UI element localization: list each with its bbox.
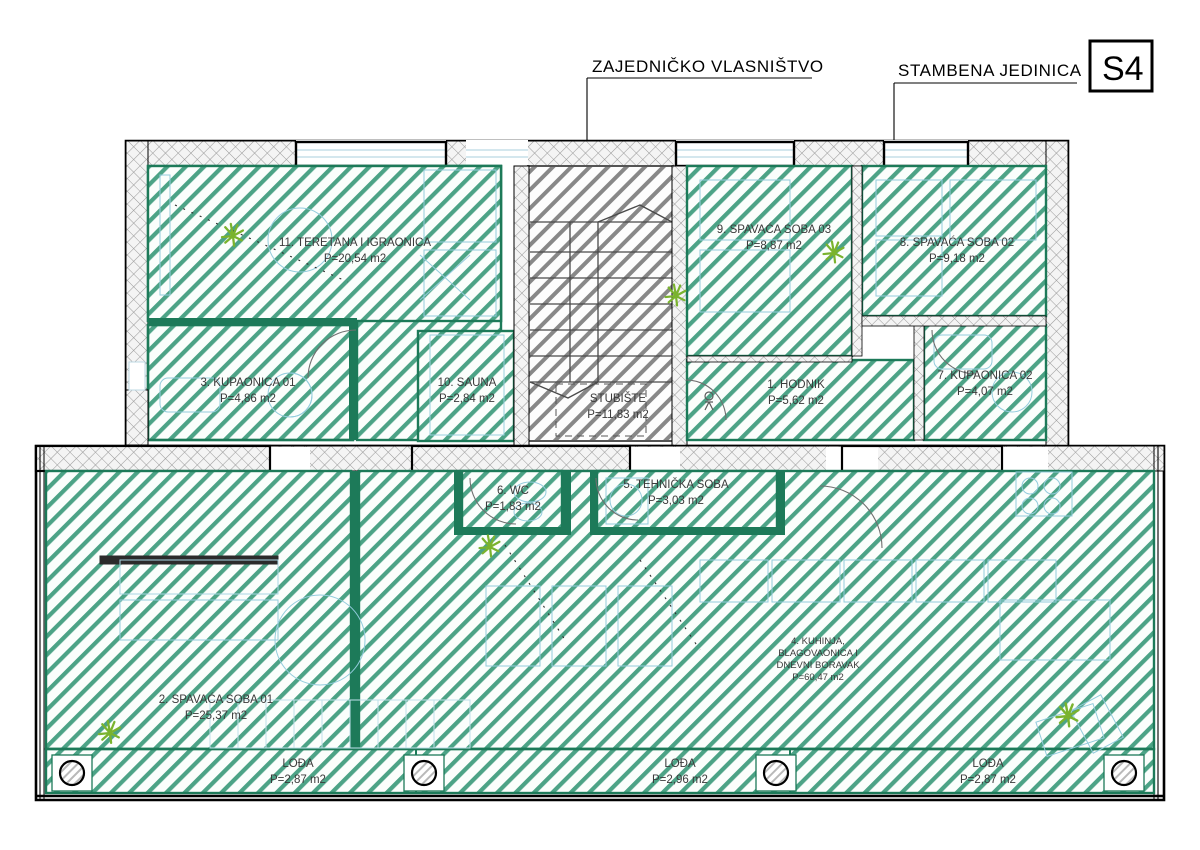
room-fill-7 <box>922 323 1048 442</box>
common-area-label: STUBIŠTE P=11,83 m2 <box>587 392 648 421</box>
room-label-8: 8. SPAVAĆA SOBA 02 P=9,18 m2 <box>900 236 1014 265</box>
common-area-area: P=11,83 m2 <box>587 409 648 421</box>
room-label-1: 1. HODNIK P=5,62 m2 <box>767 379 825 407</box>
loggia-1-name: LOĐA <box>282 758 314 770</box>
room-fill-5 <box>595 469 779 535</box>
room-6-name: 6. WC <box>497 485 529 497</box>
room-5-name: 5. TEHNIČKA SOBA <box>623 478 729 491</box>
room-label-10: 10. SAUNA P=2,84 m2 <box>438 377 497 405</box>
room-label-9: 9. SPAVAĆA SOBA 03 P=8,87 m2 <box>717 223 831 252</box>
construction-lines <box>174 204 701 651</box>
room-1-area: P=5,62 m2 <box>768 395 824 407</box>
scale-figure-icon <box>704 391 714 411</box>
furniture-layer <box>99 169 1124 758</box>
loggia-label-3: LOĐA P=2,87 m2 <box>960 758 1016 786</box>
room-10-name: 10. SAUNA <box>438 377 497 389</box>
room-4-name-line2: BLAGOVAONICA I <box>778 648 858 659</box>
common-area-name: STUBIŠTE <box>590 392 647 405</box>
room-10-area: P=2,84 m2 <box>439 393 495 405</box>
room-5-area: P=3,03 m2 <box>648 495 704 507</box>
loggia-band <box>44 747 1156 795</box>
room-9-name: 9. SPAVAĆA SOBA 03 <box>717 223 831 236</box>
room-4-name-line1: 4. KUHINJA, <box>791 636 845 647</box>
loggia-3-area: P=2,87 m2 <box>960 774 1016 786</box>
room-8-name: 8. SPAVAĆA SOBA 02 <box>900 236 1014 249</box>
room-7-area: P=4,07 m2 <box>957 386 1013 398</box>
room-fill-10 <box>416 329 516 443</box>
loggia-1-area: P=2,87 m2 <box>270 774 326 786</box>
room-3-area: P=4,86 m2 <box>220 393 276 405</box>
loggia-3-name: LOĐA <box>972 758 1004 770</box>
annotation-zajednicko-vlasnistvo: ZAJEDNIČKO VLASNIŠTVO <box>592 57 824 76</box>
annotation-stambena-jedinica: STAMBENA JEDINICA <box>898 61 1082 80</box>
loggia-2-name: LOĐA <box>664 758 696 770</box>
unit-tag-label: S4 <box>1102 50 1144 88</box>
room-label-5: 5. TEHNIČKA SOBA P=3,03 m2 <box>623 478 729 507</box>
annotation-leaders <box>586 77 1077 152</box>
room-fill-9 <box>685 164 854 358</box>
loggia-2-area: P=2,96 m2 <box>652 774 708 786</box>
room-8-area: P=9,18 m2 <box>929 253 985 265</box>
room-11-area: P=20,54 m2 <box>324 253 386 265</box>
wall-structure <box>34 139 1166 802</box>
room-label-11: 11. TERETANA I IGRAONICA P=20,54 m2 <box>279 237 431 265</box>
room-label-3: 3. KUPAONICA 01 P=4,86 m2 <box>200 377 295 405</box>
stair-treads <box>529 204 673 399</box>
room-label-6: 6. WC P=1,83 m2 <box>485 485 541 513</box>
room-1-name: 1. HODNIK <box>767 379 825 391</box>
room-3-name: 3. KUPAONICA 01 <box>200 377 295 389</box>
loggia-label-2: LOĐA P=2,96 m2 <box>652 758 708 786</box>
room-7-name: 7. KUPAONICA 02 <box>937 370 1032 382</box>
room-4-area: P=60,47 m2 <box>792 672 844 683</box>
room-2-name: 2. SPAVAĆA SOBA 01 <box>159 693 273 706</box>
unit-tag-box <box>1088 39 1154 93</box>
room-label-7: 7. KUPAONICA 02 P=4,07 m2 <box>937 370 1032 398</box>
door-swings <box>307 329 977 549</box>
room-label-4: 4. KUHINJA, BLAGOVAONICA I DNEVNI BORAVA… <box>776 636 860 683</box>
room-6-area: P=1,83 m2 <box>485 501 541 513</box>
room-fill-2 <box>44 469 353 751</box>
room-4-name-line3: DNEVNI BORAVAK <box>776 660 860 671</box>
room-2-area: P=25,37 m2 <box>185 710 247 722</box>
room-11-name: 11. TERETANA I IGRAONICA <box>279 237 431 249</box>
room-label-2: 2. SPAVAĆA SOBA 01 P=25,37 m2 <box>159 693 273 722</box>
room-9-area: P=8,87 m2 <box>746 240 802 252</box>
loggia-label-1: LOĐA P=2,87 m2 <box>270 758 326 786</box>
loggia-drains <box>51 754 1145 792</box>
